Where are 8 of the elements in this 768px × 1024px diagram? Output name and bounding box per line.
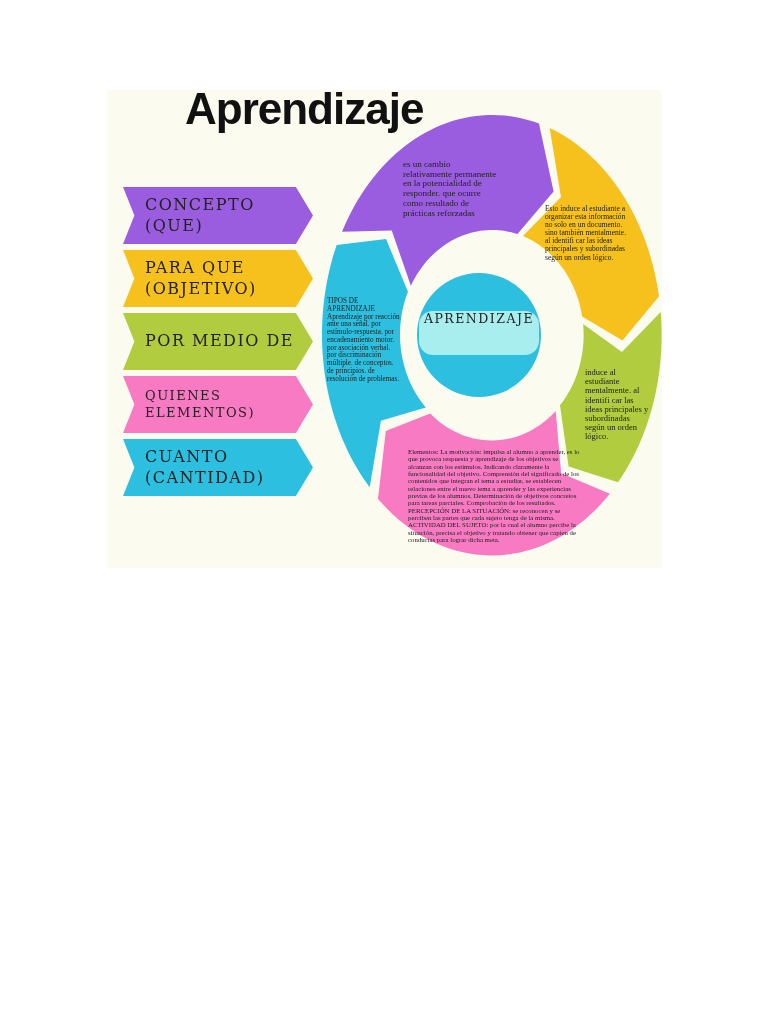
center-label: APRENDIZAJE bbox=[419, 311, 539, 355]
banner-label: CONCEPTO (QUE) bbox=[145, 194, 256, 237]
segment-text: es un cambio relativamente permanente en la potencialidad de responder. que ocurre como resultado de prácticas reforzadas bbox=[403, 160, 498, 219]
banner-label: POR MEDIO DE bbox=[145, 331, 295, 352]
banner-label: CUANTO (CANTIDAD) bbox=[145, 446, 266, 489]
title: Aprendizaje bbox=[185, 84, 424, 134]
segment-text: induce al estudiante mentalmente. al identifi car las ideas principales y subordinadas según un orden lógico. bbox=[585, 368, 650, 442]
banner-label: PARA QUE (OBJETIVO) bbox=[145, 257, 258, 300]
